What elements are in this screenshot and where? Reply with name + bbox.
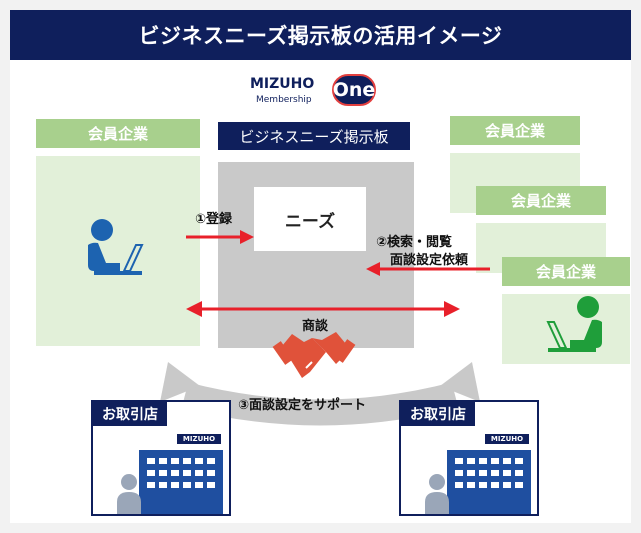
step-register-label: ①登録 [195,212,233,227]
member-panel-right-3 [502,294,630,364]
member-label-right-3: 会員企業 [502,257,630,286]
branch-box-right: お取引店 MIZUHO [399,400,539,516]
logo-sub: Membership [256,95,312,105]
member-panel-left [36,156,200,346]
arrow-icon [366,262,490,276]
bank-mark-right: MIZUHO [485,434,529,444]
mizuho-one-logo: MIZUHO Membership One [250,70,390,112]
person-laptop-icon [546,296,602,352]
needs-card: ニーズ [254,187,366,251]
page-title: ビジネスニーズ掲示板の活用イメージ [10,10,631,60]
arrow-icon [186,230,254,244]
logo-badge: One [332,74,376,106]
bank-mark-left: MIZUHO [177,434,221,444]
logo-brand: MIZUHO [250,76,315,92]
arrow-icon [186,301,460,317]
building-icon [425,450,531,514]
branch-title-left: お取引店 [93,402,167,426]
person-laptop-icon [88,219,144,275]
member-label-left: 会員企業 [36,119,200,148]
board-title: ビジネスニーズ掲示板 [218,122,410,150]
step-search-label-2: 面談設定依頼 [390,253,469,268]
member-label-right-2: 会員企業 [476,186,606,215]
building-icon [117,450,223,514]
diagram-canvas: ビジネスニーズ掲示板の活用イメージ MIZUHO Membership One … [10,10,631,523]
step-search-label-1: ②検索・閲覧 [376,235,453,250]
branch-box-left: お取引店 MIZUHO [91,400,231,516]
meeting-label: 商談 [302,319,329,334]
support-label: ③面談設定をサポート [238,398,367,413]
branch-title-right: お取引店 [401,402,475,426]
member-label-right-1: 会員企業 [450,116,580,145]
handshake-icon [272,332,356,379]
